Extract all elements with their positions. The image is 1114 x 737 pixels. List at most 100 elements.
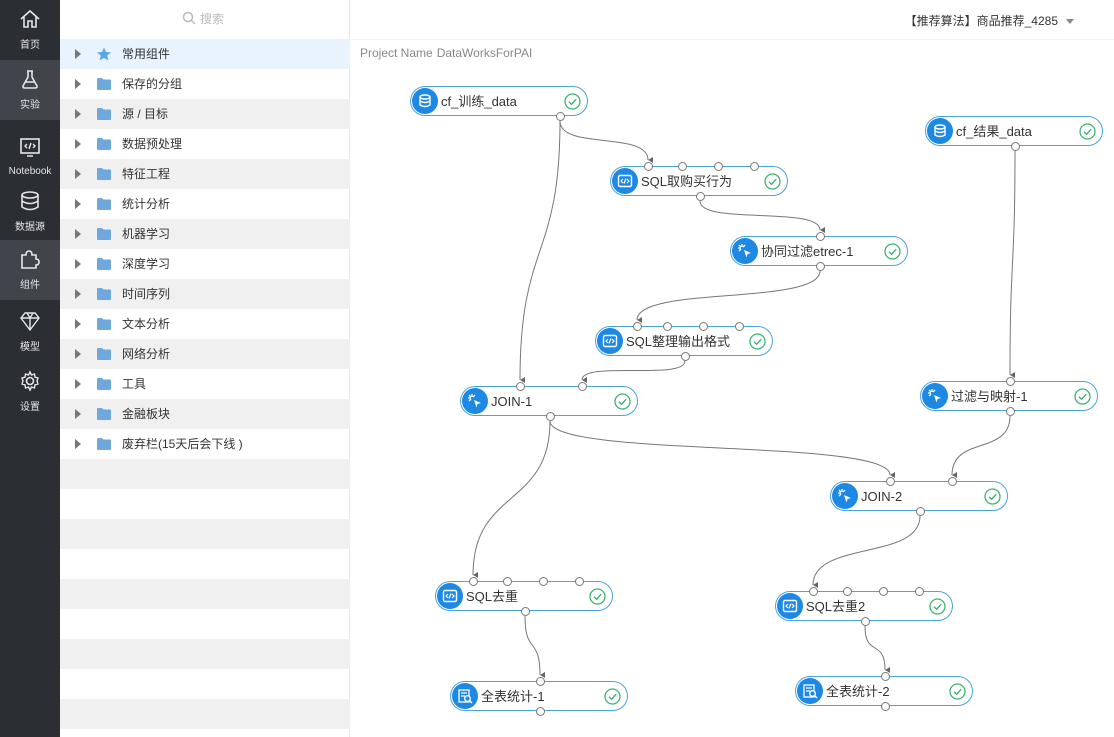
tree-item[interactable]: 深度学习: [60, 249, 350, 279]
edge-cf_train-to-sql_buy[interactable]: [559, 120, 654, 163]
tree-item[interactable]: 时间序列: [60, 279, 350, 309]
edge-join1-to-sql_dedup[interactable]: [472, 420, 551, 579]
puzzle-icon: [21, 250, 40, 269]
node-stats2[interactable]: 全表统计-2: [795, 676, 973, 706]
tree-item[interactable]: 源 / 目标: [60, 99, 350, 129]
caret-right-icon[interactable]: [75, 79, 81, 89]
input-port[interactable]: [503, 577, 512, 586]
experiment-selector[interactable]: 【推荐算法】商品推荐_4285: [905, 12, 1074, 29]
tree-item[interactable]: 特征工程: [60, 159, 350, 189]
nav-item-models[interactable]: 模型: [0, 302, 60, 362]
input-port[interactable]: [879, 587, 888, 596]
caret-right-icon[interactable]: [75, 109, 81, 119]
edge-cf_result-to-filter[interactable]: [1009, 150, 1016, 379]
status-success-icon: [884, 243, 901, 260]
search-input[interactable]: [200, 8, 320, 30]
input-port[interactable]: [578, 382, 587, 391]
tree-item[interactable]: 金融板块: [60, 399, 350, 429]
input-port[interactable]: [735, 322, 744, 331]
caret-right-icon[interactable]: [75, 289, 81, 299]
edge-filter-to-join2[interactable]: [951, 415, 1011, 479]
input-port[interactable]: [699, 322, 708, 331]
output-port[interactable]: [1006, 407, 1015, 416]
output-port[interactable]: [521, 607, 530, 616]
caret-right-icon[interactable]: [75, 379, 81, 389]
input-port[interactable]: [948, 477, 957, 486]
edge-join2-to-sql_dedup2[interactable]: [812, 515, 921, 589]
caret-right-icon[interactable]: [75, 229, 81, 239]
tree-item[interactable]: 工具: [60, 369, 350, 399]
caret-right-icon[interactable]: [75, 439, 81, 449]
nav-item-home[interactable]: 首页: [0, 0, 60, 60]
output-port[interactable]: [881, 702, 890, 711]
nav-item-experiment[interactable]: 实验: [0, 60, 60, 120]
output-port[interactable]: [681, 352, 690, 361]
caret-right-icon[interactable]: [75, 139, 81, 149]
node-sql-fmt[interactable]: SQL整理输出格式: [595, 326, 773, 356]
input-port[interactable]: [633, 322, 642, 331]
edge-cf_train-to-join1[interactable]: [519, 120, 561, 384]
edge-etrec-to-sql_fmt[interactable]: [636, 270, 821, 324]
output-port[interactable]: [546, 412, 555, 421]
node-sql-dedup2[interactable]: SQL去重2: [775, 591, 953, 621]
input-port[interactable]: [678, 162, 687, 171]
node-cf-result[interactable]: cf_结果_data: [925, 116, 1103, 146]
edge-join1-to-join2[interactable]: [549, 420, 896, 478]
tree-item[interactable]: 废弃栏(15天后会下线 ): [60, 429, 350, 459]
tree-item[interactable]: 机器学习: [60, 219, 350, 249]
input-port[interactable]: [469, 577, 478, 586]
input-port[interactable]: [644, 162, 653, 171]
caret-right-icon[interactable]: [75, 349, 81, 359]
output-port[interactable]: [861, 617, 870, 626]
tree-item[interactable]: 网络分析: [60, 339, 350, 369]
input-port[interactable]: [663, 322, 672, 331]
output-port[interactable]: [556, 112, 565, 121]
edge-sql_buy-to-etrec[interactable]: [699, 200, 826, 233]
input-port[interactable]: [714, 162, 723, 171]
tree-item[interactable]: 保存的分组: [60, 69, 350, 99]
nav-item-datasource[interactable]: 数据源: [0, 182, 60, 242]
caret-right-icon[interactable]: [75, 409, 81, 419]
edge-sql_fmt-to-join1[interactable]: [581, 360, 686, 384]
nav-item-notebook[interactable]: Notebook: [0, 128, 60, 188]
node-join2[interactable]: JOIN-2: [830, 481, 1008, 511]
node-join1[interactable]: JOIN-1: [460, 386, 638, 416]
caret-right-icon[interactable]: [75, 319, 81, 329]
tree-item[interactable]: 数据预处理: [60, 129, 350, 159]
status-success-icon: [604, 688, 621, 705]
output-port[interactable]: [916, 507, 925, 516]
input-port[interactable]: [886, 477, 895, 486]
node-sql-dedup[interactable]: SQL去重: [435, 581, 613, 611]
caret-down-icon: [1066, 19, 1074, 25]
tree-item[interactable]: 常用组件: [60, 39, 350, 69]
input-port[interactable]: [539, 577, 548, 586]
output-port[interactable]: [816, 262, 825, 271]
node-sql-buy[interactable]: SQL取购买行为: [610, 166, 788, 196]
caret-right-icon[interactable]: [75, 169, 81, 179]
input-port[interactable]: [516, 382, 525, 391]
output-port[interactable]: [1011, 142, 1020, 151]
tree-item[interactable]: 统计分析: [60, 189, 350, 219]
caret-right-icon[interactable]: [75, 199, 81, 209]
input-port[interactable]: [843, 587, 852, 596]
input-port[interactable]: [881, 672, 890, 681]
input-port[interactable]: [536, 677, 545, 686]
input-port[interactable]: [915, 587, 924, 596]
caret-right-icon[interactable]: [75, 49, 81, 59]
nav-item-settings[interactable]: 设置: [0, 362, 60, 422]
tree-item[interactable]: 文本分析: [60, 309, 350, 339]
output-port[interactable]: [536, 707, 545, 716]
caret-right-icon[interactable]: [75, 259, 81, 269]
edge-sql_dedup-to-stats1[interactable]: [524, 615, 546, 678]
input-port[interactable]: [575, 577, 584, 586]
output-port[interactable]: [696, 192, 705, 201]
nav-item-components[interactable]: 组件: [0, 240, 60, 300]
input-port[interactable]: [816, 232, 825, 241]
input-port[interactable]: [809, 587, 818, 596]
input-port[interactable]: [1006, 377, 1015, 386]
node-cf-train[interactable]: cf_训练_data: [410, 86, 588, 116]
edge-sql_dedup2-to-stats2[interactable]: [864, 625, 891, 673]
input-port[interactable]: [750, 162, 759, 171]
